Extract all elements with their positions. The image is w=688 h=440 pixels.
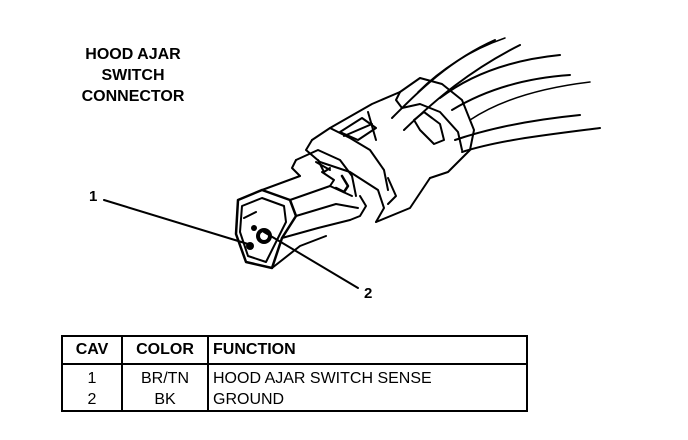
wire-bundle <box>391 37 601 153</box>
callout-2-leader <box>263 231 359 289</box>
title-line-2: SWITCH <box>101 67 165 84</box>
callout-1-leader <box>103 199 249 245</box>
connector-title: HOOD AJAR SWITCH CONNECTOR <box>58 44 208 107</box>
connector-illustration <box>103 37 601 289</box>
cell-function: HOOD AJAR SWITCH SENSE <box>207 364 528 389</box>
connector-housing <box>305 91 431 223</box>
cell-color: BR/TN <box>121 364 209 389</box>
title-line-3: CONNECTOR <box>81 88 185 105</box>
connector-front-face <box>234 175 359 270</box>
pinout-table: CAV COLOR FUNCTION 1 BR/TN HOOD AJAR SWI… <box>61 335 528 412</box>
header-cav: CAV <box>61 335 123 365</box>
header-color: COLOR <box>121 335 209 365</box>
connector-boot <box>395 77 475 179</box>
connector-latch <box>291 149 367 221</box>
cell-cav: 2 <box>61 389 123 412</box>
callout-2-label: 2 <box>364 285 373 302</box>
title-line-1: HOOD AJAR <box>85 46 181 63</box>
cell-function: GROUND <box>207 389 528 412</box>
cell-color: BK <box>121 389 209 412</box>
table-row: 2 BK GROUND <box>61 389 528 412</box>
table-header-row: CAV COLOR FUNCTION <box>61 335 528 365</box>
cell-cav: 1 <box>61 364 123 389</box>
table-row: 1 BR/TN HOOD AJAR SWITCH SENSE <box>61 364 528 389</box>
header-function: FUNCTION <box>207 335 528 365</box>
callout-1-label: 1 <box>89 188 98 205</box>
